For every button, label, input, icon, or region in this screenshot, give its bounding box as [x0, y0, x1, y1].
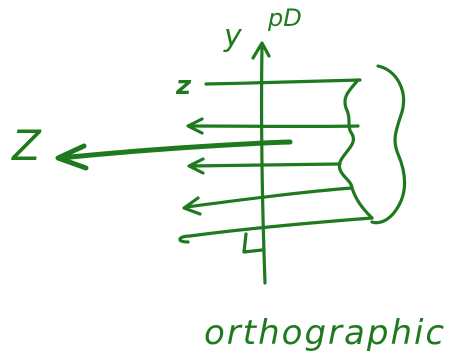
- z-axis-arrowhead: [55, 143, 89, 171]
- z-axis-line: [57, 139, 293, 161]
- top-ray-z-mark: z: [175, 71, 192, 101]
- object-brace: [370, 64, 407, 225]
- object-outline: [337, 78, 374, 220]
- projection-ray: [188, 216, 374, 238]
- y-axis-annotation: pD: [267, 4, 302, 32]
- right-angle-marker: [242, 232, 264, 254]
- caption: orthographic: [204, 313, 446, 353]
- projection-rays: [178, 78, 374, 244]
- projection-ray: [204, 78, 362, 86]
- projection-ray: [184, 186, 354, 209]
- z-axis-label: Z: [11, 121, 42, 170]
- projection-ray: [188, 162, 342, 168]
- projection-ray-arrowhead: [182, 196, 202, 216]
- y-axis-label: y: [223, 19, 243, 54]
- y-axis-line: [260, 42, 267, 285]
- projection-ray-start-loop: [178, 234, 192, 244]
- projection-ray-arrowhead: [187, 157, 205, 175]
- projection-ray-arrowhead: [186, 117, 204, 135]
- y-axis-arrowhead: [251, 41, 271, 60]
